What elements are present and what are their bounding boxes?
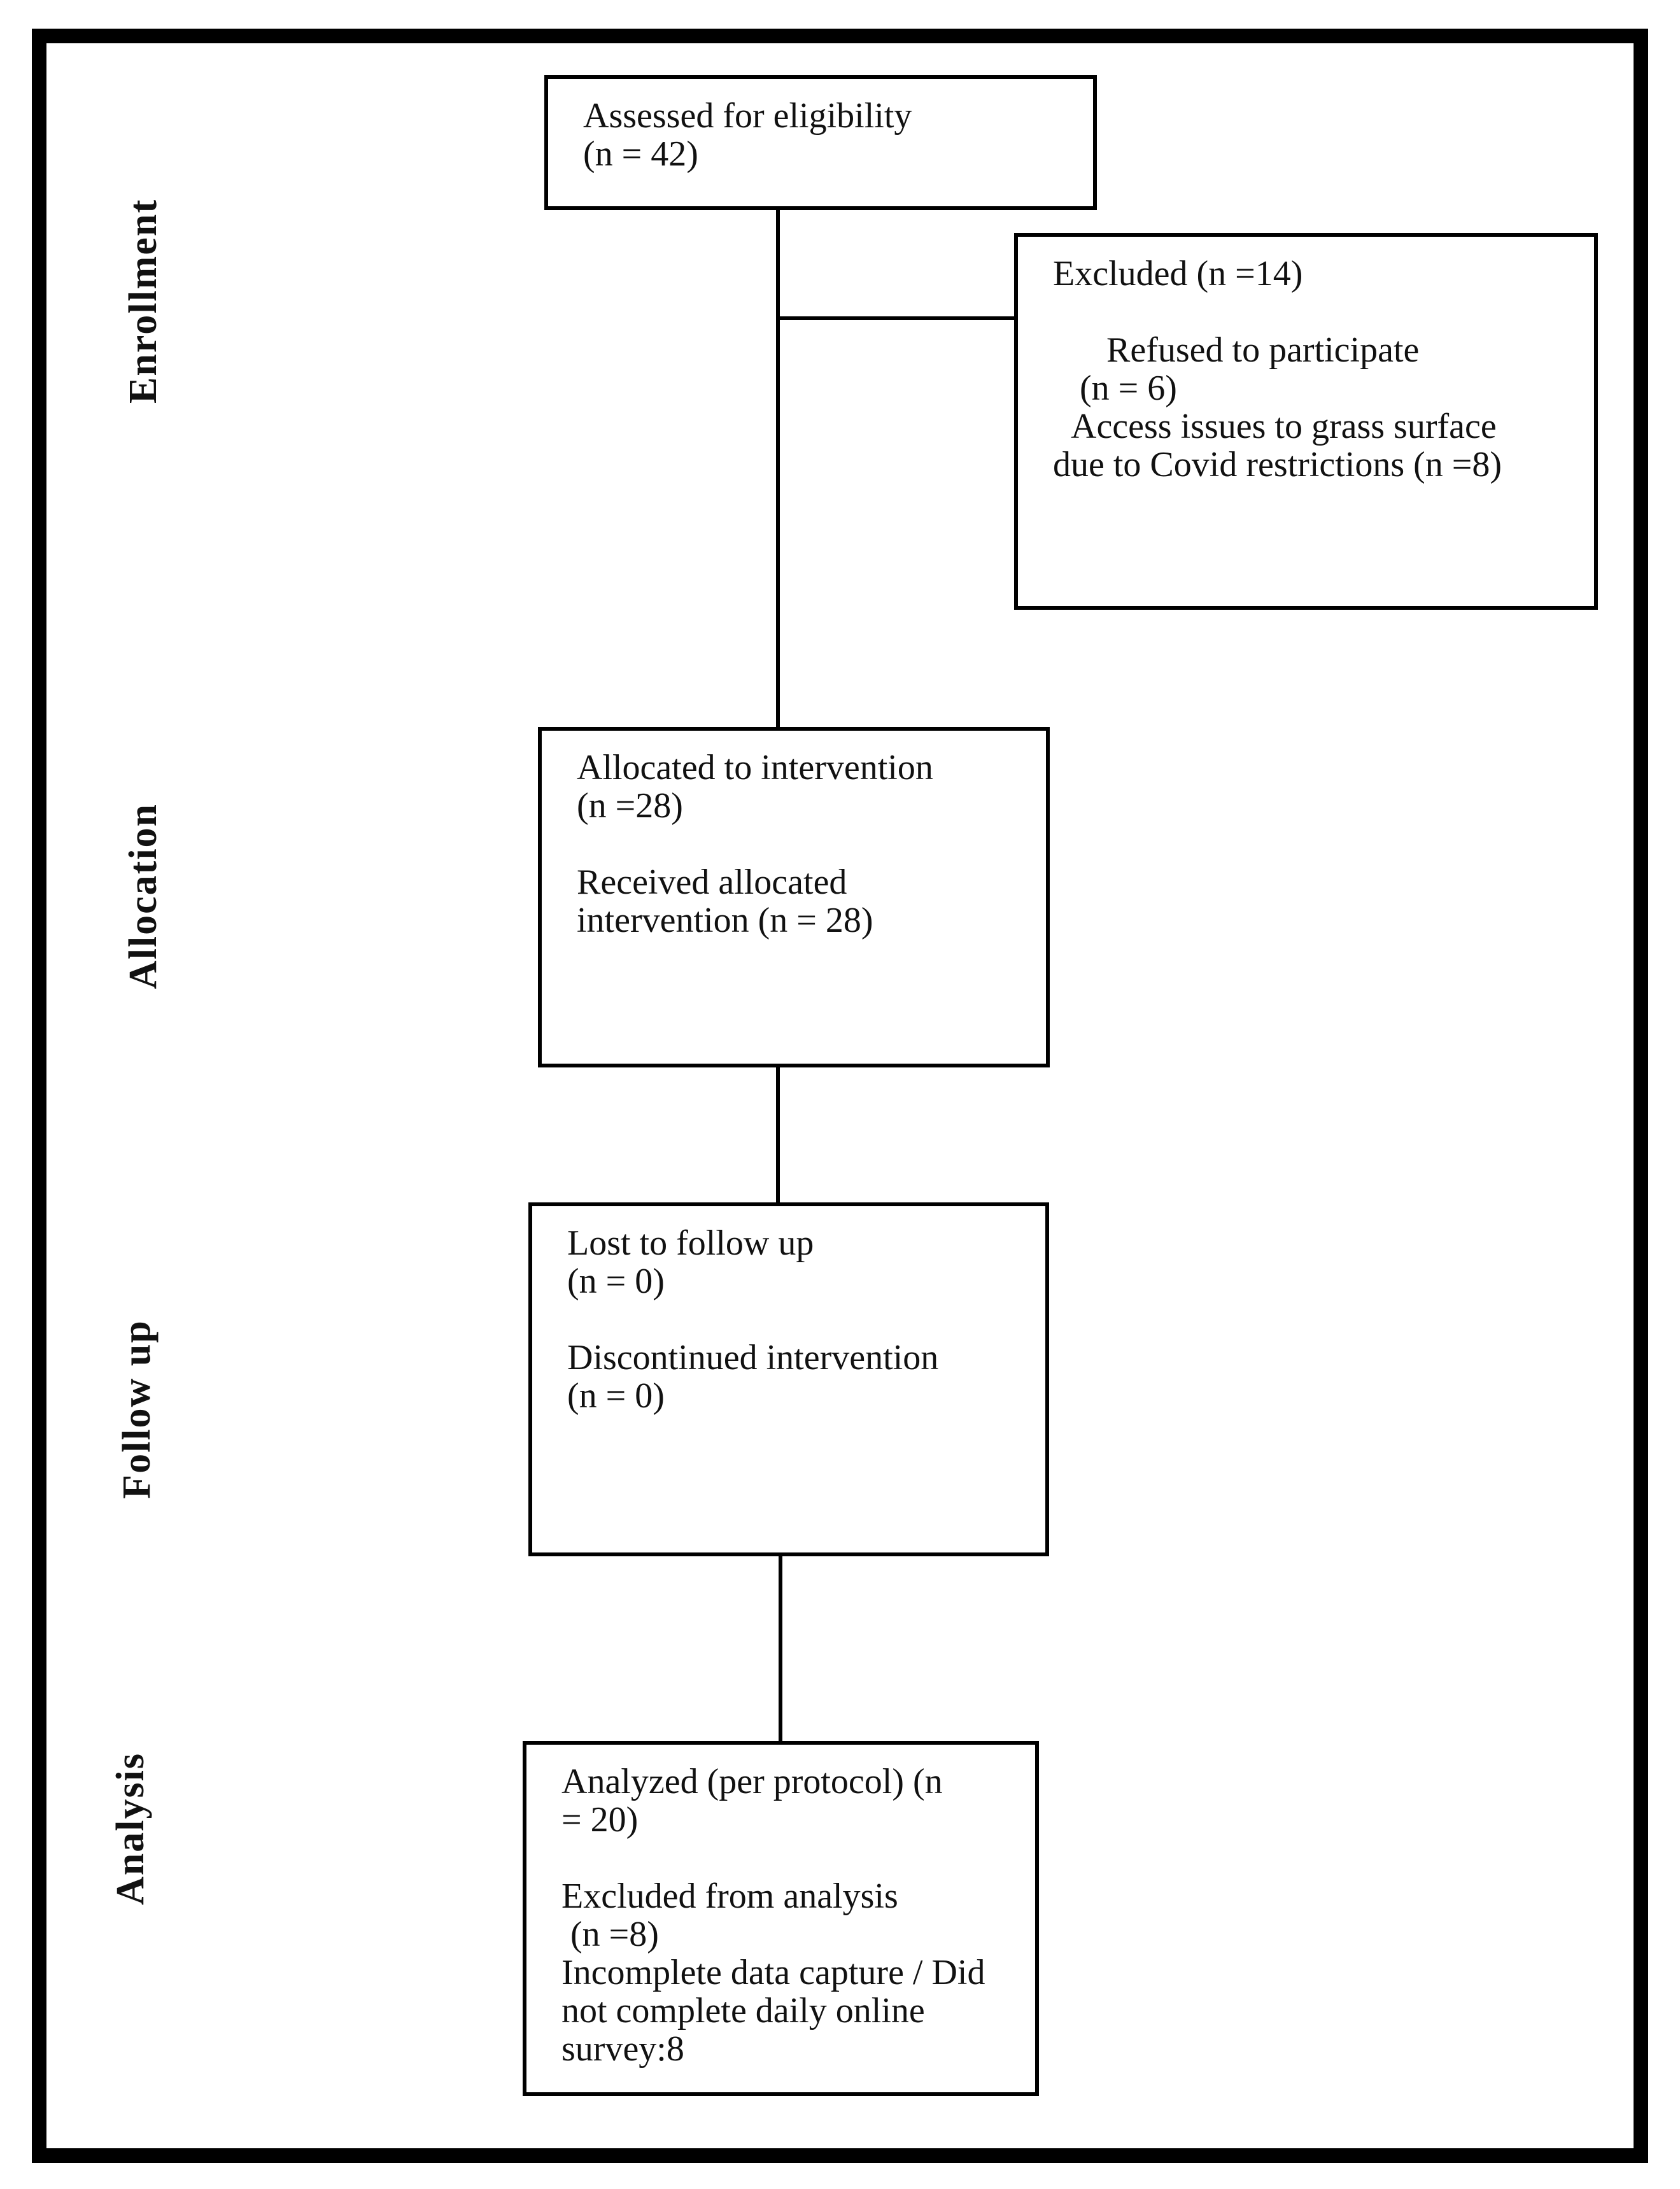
connector-assessed-to-allocated: [776, 210, 780, 727]
stage-label-text: Follow up: [115, 1320, 159, 1499]
excluded-box: Excluded (n =14) Refused to participate …: [1014, 233, 1598, 610]
connector-followup-to-analysis: [779, 1556, 782, 1741]
analysis-box: Analyzed (per protocol) (n = 20) Exclude…: [523, 1741, 1039, 2096]
allocated-to-intervention-box: Allocated to intervention (n =28) Receiv…: [538, 727, 1050, 1067]
stage-label-follow-up: Follow up: [108, 1263, 166, 1556]
stage-label-analysis: Analysis: [102, 1682, 159, 1975]
page-frame: [32, 29, 1648, 2163]
stage-label-text: Analysis: [108, 1752, 152, 1905]
stage-label-allocation: Allocation: [115, 750, 172, 1043]
connector-to-excluded: [776, 316, 1018, 320]
stage-label-text: Allocation: [121, 803, 165, 990]
stage-label-enrollment: Enrollment: [115, 155, 172, 447]
follow-up-box: Lost to follow up (n = 0) Discontinued i…: [528, 1202, 1049, 1556]
stage-label-text: Enrollment: [121, 199, 165, 404]
connector-allocated-to-followup: [776, 1067, 780, 1202]
assessed-for-eligibility-box: Assessed for eligibility (n = 42): [544, 75, 1097, 210]
